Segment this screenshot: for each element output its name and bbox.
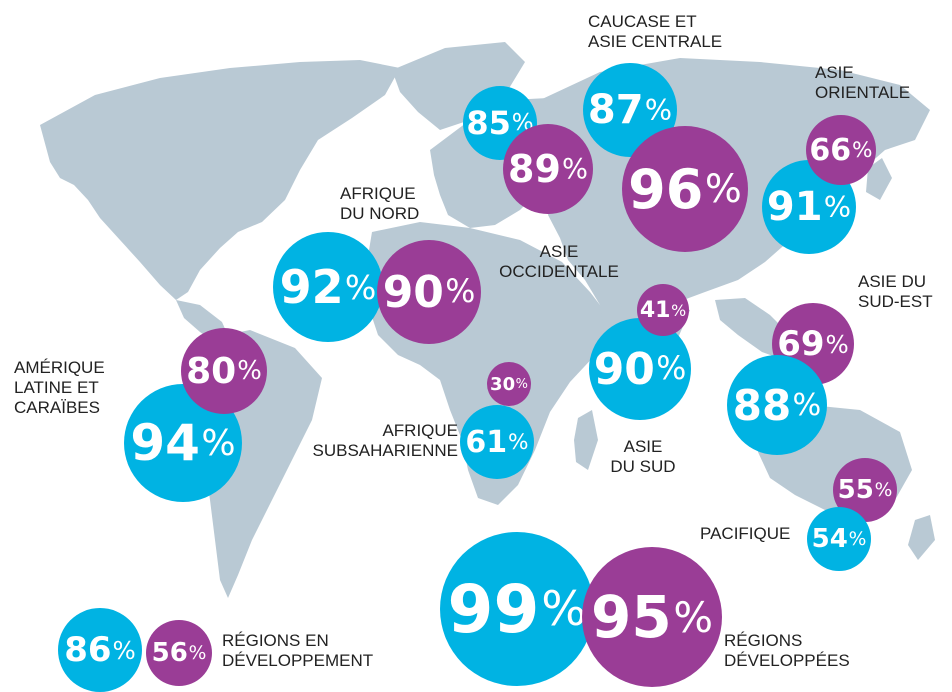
bubble-asie-orientale-cyan: 91% <box>762 160 856 254</box>
value-europe-cyan: 85 <box>466 104 511 142</box>
percent-sign: % <box>792 387 822 423</box>
label-asie-occidentale: ASIE OCCIDENTALE <box>499 242 619 281</box>
percent-sign: % <box>561 153 588 185</box>
percent-sign: % <box>656 351 687 387</box>
value-regions-developpement-purple: 56 <box>151 638 188 668</box>
label-asie-sud: ASIE DU SUD <box>610 437 676 476</box>
percent-sign: % <box>673 592 714 642</box>
percent-sign: % <box>704 166 742 212</box>
bubble-regions-developpees-purple: 95% <box>582 547 722 687</box>
value-pacifique-cyan: 54 <box>811 524 848 554</box>
value-afrique-subsaharienne-cyan: 61 <box>465 424 508 460</box>
bubble-afrique-subsaharienne-cyan: 61% <box>460 405 534 479</box>
bubble-pacifique-cyan: 54% <box>807 507 871 571</box>
bubble-asie-sud-cyan: 90% <box>589 318 691 420</box>
value-asie-sud-est-cyan: 88 <box>732 380 792 430</box>
land-greenland <box>392 42 525 130</box>
value-regions-developpees-cyan: 99 <box>447 570 540 648</box>
percent-sign: % <box>874 479 893 501</box>
value-asie-orientale-purple: 66 <box>809 132 852 168</box>
label-regions-developpees: RÉGIONS DÉVELOPPÉES <box>724 631 850 670</box>
value-amerique-latine-cyan: 94 <box>130 414 200 472</box>
bubble-afrique-nord-purple: 90% <box>377 240 481 344</box>
label-asie-sud-est: ASIE DU SUD-EST <box>858 272 933 311</box>
label-amerique-latine: AMÉRIQUE LATINE ET CARAÏBES <box>14 358 105 417</box>
percent-sign: % <box>848 528 867 550</box>
land-north-america <box>40 60 400 300</box>
bubble-regions-developpees-cyan: 99% <box>440 532 594 686</box>
bubble-asie-orientale-purple: 66% <box>806 115 876 185</box>
percent-sign: % <box>201 422 236 464</box>
bubble-regions-developpement-cyan: 86% <box>58 608 142 692</box>
percent-sign: % <box>188 642 207 664</box>
percent-sign: % <box>823 190 852 224</box>
bubble-amerique-latine-purple: 80% <box>181 328 267 414</box>
value-amerique-latine-purple: 80 <box>186 350 237 392</box>
label-afrique-nord: AFRIQUE DU NORD <box>340 184 420 223</box>
land-japan <box>866 158 892 200</box>
value-regions-developpement-cyan: 86 <box>64 630 112 670</box>
percent-sign: % <box>852 137 873 163</box>
bubble-asie-sud-est-cyan: 88% <box>727 355 827 455</box>
bubble-asie-sud-purple: 41% <box>637 284 689 336</box>
percent-sign: % <box>344 267 377 307</box>
percent-sign: % <box>825 329 849 359</box>
land-madagascar <box>574 410 598 470</box>
percent-sign: % <box>671 300 687 320</box>
label-caucase: CAUCASE ET ASIE CENTRALE <box>588 12 723 51</box>
value-regions-developpees-purple: 95 <box>590 583 672 651</box>
percent-sign: % <box>112 635 136 665</box>
label-afrique-subsaharienne: AFRIQUE SUBSAHARIENNE <box>312 421 458 460</box>
label-regions-developpement: RÉGIONS EN DÉVELOPPEMENT <box>222 631 374 670</box>
value-caucase-purple: 96 <box>628 157 704 221</box>
percent-sign: % <box>508 429 529 455</box>
bubble-afrique-nord-cyan: 92% <box>273 232 383 342</box>
label-asie-orientale: ASIE ORIENTALE <box>815 63 911 102</box>
value-afrique-subsaharienne-purple: 30 <box>490 373 516 395</box>
percent-sign: % <box>445 274 476 310</box>
value-afrique-nord-cyan: 92 <box>279 260 344 314</box>
value-caucase-cyan: 87 <box>587 87 644 133</box>
percent-sign: % <box>237 356 262 386</box>
value-asie-sud-cyan: 90 <box>593 343 655 395</box>
bubble-caucase-purple: 96% <box>622 126 748 252</box>
percent-sign: % <box>644 93 673 127</box>
bubble-regions-developpement-purple: 56% <box>146 620 212 686</box>
value-asie-orientale-cyan: 91 <box>766 184 823 230</box>
value-asie-sud-purple: 41 <box>639 297 671 323</box>
label-pacifique: PACIFIQUE <box>700 524 791 543</box>
value-afrique-nord-purple: 90 <box>382 266 444 318</box>
bubble-afrique-subsaharienne-purple: 30% <box>487 362 531 406</box>
percent-sign: % <box>541 581 587 637</box>
bubble-europe-purple: 89% <box>503 124 593 214</box>
value-pacifique-purple: 55 <box>837 475 874 505</box>
value-europe-purple: 89 <box>508 147 561 191</box>
percent-sign: % <box>515 376 528 392</box>
land-new-zealand <box>908 515 935 560</box>
